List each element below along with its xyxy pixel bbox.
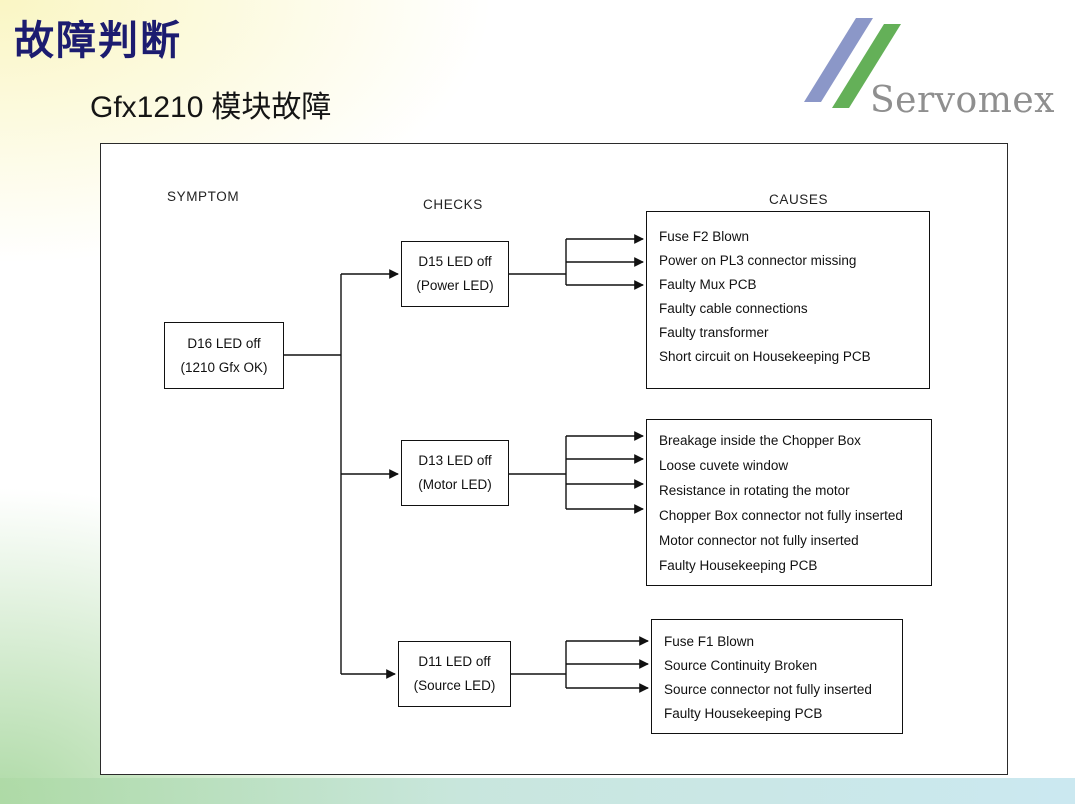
source-check-to-causes-connector [511, 636, 649, 693]
cause-item: Power on PL3 connector missing [659, 253, 857, 268]
check-box-d15-power: D15 LED off (Power LED) [401, 241, 509, 307]
cause-item: Fuse F1 Blown [664, 634, 755, 649]
column-header-symptom: SYMPTOM [167, 189, 240, 204]
cause-item: Fuse F2 Blown [659, 229, 750, 244]
cause-item: Breakage inside the Chopper Box [659, 433, 861, 448]
check-d13-line2: (Motor LED) [418, 477, 492, 492]
check-box-d11-source: D11 LED off (Source LED) [398, 641, 511, 707]
check-box-d13-motor: D13 LED off (Motor LED) [401, 440, 509, 506]
cause-item: Faulty Housekeeping PCB [659, 558, 818, 573]
cause-item: Loose cuvete window [659, 458, 789, 473]
logo-stripe-blue [804, 18, 873, 102]
logo-stripe-green [832, 24, 901, 108]
slide-title: 故障判断 [14, 17, 182, 64]
power-check-to-causes-connector [509, 234, 644, 290]
cause-item: Source Continuity Broken [664, 658, 818, 673]
column-header-causes: CAUSES [769, 192, 829, 207]
servomex-logo-text: Servomex [870, 80, 1055, 121]
cause-item: Faulty transformer [659, 325, 769, 340]
background-gradient-bottom-band [0, 778, 1075, 804]
servomex-logo: Servomex [798, 8, 1070, 121]
connector-lines [284, 234, 649, 693]
symptom-box-d16: D16 LED off (1210 Gfx OK) [164, 322, 284, 389]
causes-box-power: Fuse F2 Blown Power on PL3 connector mis… [646, 211, 930, 389]
motor-check-to-causes-connector [509, 431, 644, 514]
cause-item: Faulty Housekeeping PCB [664, 706, 823, 721]
causes-box-source: Fuse F1 Blown Source Continuity Broken S… [651, 619, 903, 734]
cause-item: Faulty Mux PCB [659, 277, 757, 292]
subtitle-label-text: 模块故障 [211, 90, 332, 125]
causes-box-motor: Breakage inside the Chopper Box Loose cu… [646, 419, 932, 586]
symptom-to-checks-connector [284, 269, 399, 679]
cause-item: Chopper Box connector not fully inserted [659, 508, 903, 523]
check-d15-line1: D15 LED off [418, 254, 492, 269]
check-d15-line2: (Power LED) [416, 278, 494, 293]
check-d11-line2: (Source LED) [413, 678, 496, 693]
cause-item: Short circuit on Housekeeping PCB [659, 349, 871, 364]
cause-item: Source connector not fully inserted [664, 682, 872, 697]
column-header-checks: CHECKS [423, 197, 483, 212]
subtitle-model-text: Gfx1210 [90, 91, 204, 124]
symptom-line2: (1210 Gfx OK) [180, 359, 268, 375]
cause-item: Resistance in rotating the motor [659, 483, 850, 498]
check-d13-line1: D13 LED off [418, 453, 492, 468]
cause-item: Motor connector not fully inserted [659, 533, 859, 548]
symptom-line1: D16 LED off [187, 335, 261, 351]
fault-diagram: SYMPTOM CHECKS CAUSES D16 LED off (1210 … [100, 143, 1008, 775]
cause-item: Faulty cable connections [659, 301, 808, 316]
check-d11-line1: D11 LED off [418, 654, 491, 669]
servomex-logo-stripes-icon [804, 18, 901, 108]
